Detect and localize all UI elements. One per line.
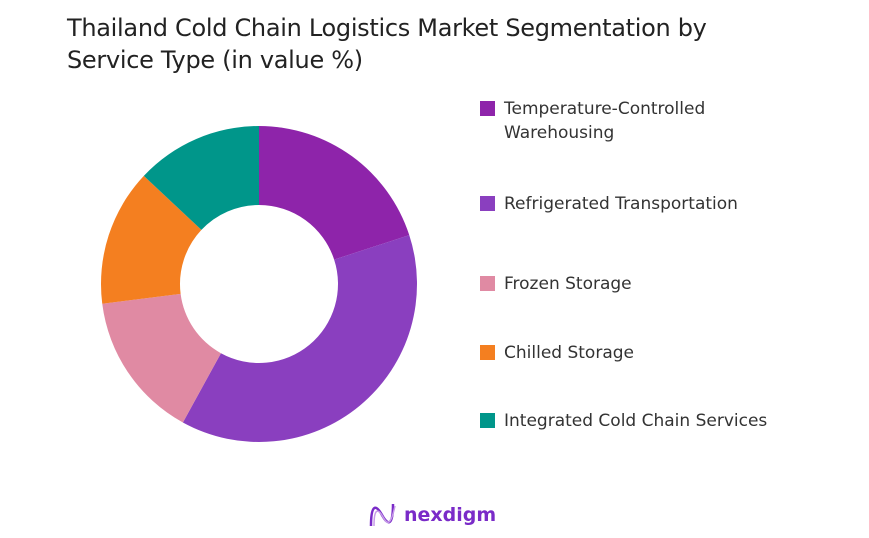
legend-label: Temperature-Controlled Warehousing — [504, 99, 706, 143]
legend-label: Integrated Cold Chain Services — [504, 411, 768, 431]
legend-label: Frozen Storage — [504, 274, 632, 294]
legend-swatch — [480, 413, 495, 428]
brand-logo: nexdigm — [368, 502, 496, 528]
slice-frozen-storage — [102, 293, 221, 423]
legend-item: Temperature-Controlled Warehousing — [480, 97, 800, 145]
legend-label: Chilled Storage — [504, 343, 634, 363]
slice-refrigerated-transportation — [182, 235, 417, 442]
slice-integrated-cold-chain-services — [143, 126, 259, 230]
legend-label: Refrigerated Transportation — [504, 194, 738, 214]
legend-swatch — [480, 345, 495, 360]
chart-title: Thailand Cold Chain Logistics Market Seg… — [67, 14, 707, 74]
legend-item: Integrated Cold Chain Services — [480, 409, 800, 433]
legend-item: Refrigerated Transportation — [480, 192, 800, 216]
legend-item: Chilled Storage — [480, 341, 800, 365]
slice-temperature-controlled-warehousing — [259, 126, 410, 260]
legend-swatch — [480, 276, 495, 291]
legend-swatch — [480, 196, 495, 211]
slice-chilled-storage — [101, 175, 202, 304]
legend-swatch — [480, 101, 495, 116]
brand-name: nexdigm — [404, 504, 497, 526]
legend-item: Frozen Storage — [480, 272, 800, 296]
nexdigm-logo-icon — [369, 503, 396, 527]
